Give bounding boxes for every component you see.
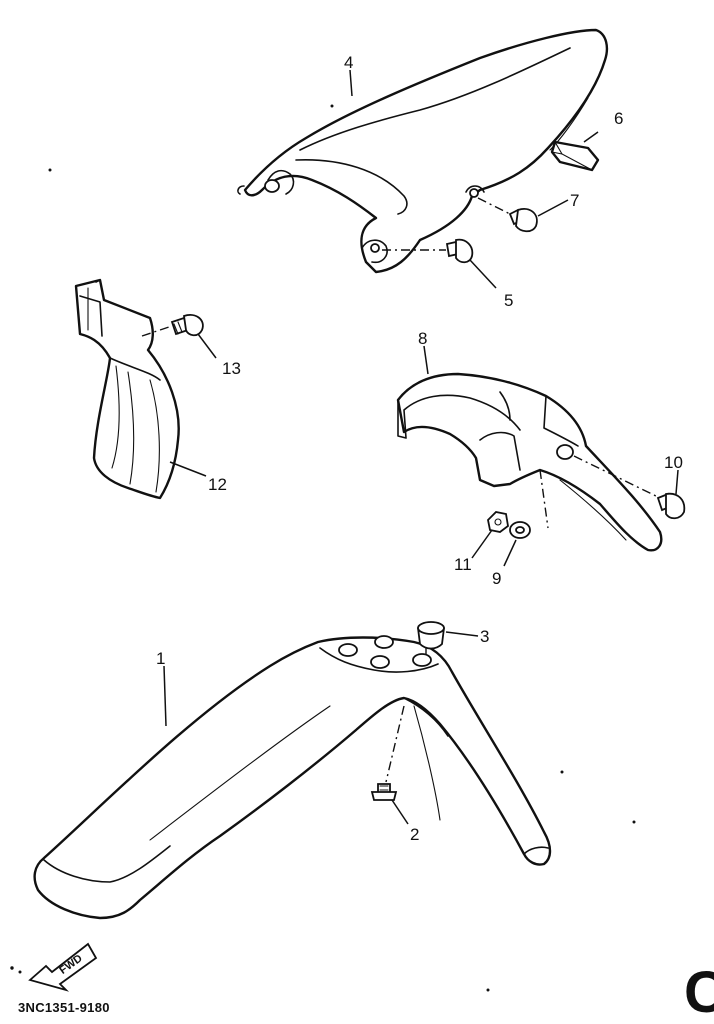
figure-letter: C [684,960,714,1024]
front-fender-bolt-part [370,783,398,801]
leader-lines [163,69,679,825]
callout-8: 8 [418,329,427,348]
rear-flap-part [396,372,663,552]
flap-bolt-part [656,492,686,520]
rear-fender-screw-part [477,197,538,233]
callout-5: 5 [504,291,513,310]
forward-direction-arrow: FWD [28,942,98,992]
callout-1: 1 [156,649,165,668]
callout-13: 13 [222,359,241,378]
callout-12: 12 [208,475,227,494]
mud-guard-bolt-part [170,314,204,337]
flap-nut-part [487,511,509,533]
flap-washer-part [509,521,531,539]
rear-fender-damper-part [550,140,600,172]
callout-11: 11 [454,555,472,574]
callout-6: 6 [614,109,623,128]
front-fender-collar-part [417,621,445,650]
callout-2: 2 [410,825,419,844]
callout-9: 9 [492,569,501,588]
callout-4: 4 [344,53,353,72]
rear-fender-part [237,28,609,274]
scan-specks [10,104,636,992]
rear-fender-bolt-part [382,238,474,264]
callout-7: 7 [570,191,579,210]
callout-10: 10 [664,453,683,472]
callout-labels: 1 2 3 4 5 6 7 8 9 10 11 12 13 [156,53,683,844]
mud-guard-part [74,278,180,500]
front-fender-part [33,635,552,920]
catalog-code: 3NC1351-9180 [18,1000,110,1015]
callout-3: 3 [480,627,489,646]
